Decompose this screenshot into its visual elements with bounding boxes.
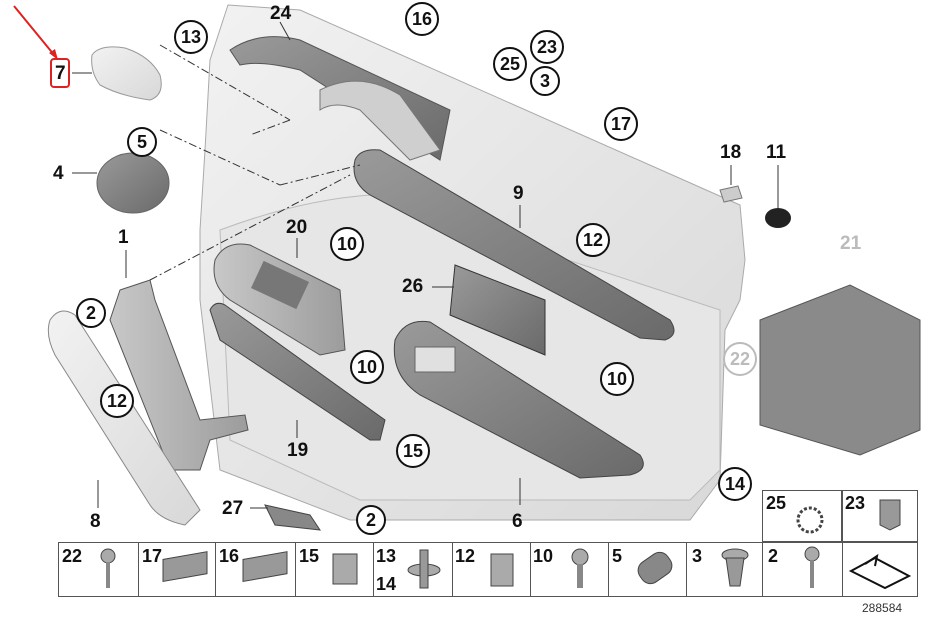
- callout-18: 18: [720, 142, 742, 163]
- callout-17: 17: [604, 107, 638, 141]
- callout-2: 2: [76, 298, 106, 328]
- armrest-switch-slot: [414, 346, 456, 373]
- callout-25: 25: [493, 47, 527, 81]
- callout-4: 4: [53, 163, 64, 184]
- legend-cell-23: [842, 490, 918, 542]
- legend-row: [58, 542, 918, 597]
- highlight-box: [50, 58, 70, 88]
- part-9-armrest-top: [353, 149, 675, 341]
- callout-21: 21: [840, 233, 862, 254]
- spring-clip-icon: [490, 553, 514, 587]
- legend-num-12: 12: [455, 546, 476, 566]
- part-18-clip: [719, 185, 743, 203]
- callout-12-left: 12: [100, 384, 134, 418]
- legend-divider: [452, 542, 453, 597]
- callout-16: 16: [405, 2, 439, 36]
- callout-27: 27: [222, 498, 244, 519]
- push-clip-icon: [332, 553, 358, 585]
- expansion-nut-icon: [721, 548, 749, 587]
- legend-num-17: 17: [142, 546, 163, 566]
- callout-22: 22: [723, 342, 757, 376]
- legend-num-23: 23: [845, 493, 866, 513]
- legend-num-2: 2: [768, 546, 779, 566]
- callout-13: 13: [174, 20, 208, 54]
- push-rivet-icon: [407, 549, 441, 589]
- legend-cell-25: [762, 490, 842, 542]
- clip-strip-icon: [242, 551, 288, 583]
- oval-cap-icon: [637, 551, 673, 585]
- part-26-pocket: [449, 264, 546, 356]
- part-6-armrest: [393, 320, 644, 479]
- legend-divider: [842, 542, 843, 597]
- legend-divider: [762, 542, 763, 597]
- screw-icon: [100, 548, 116, 588]
- callout-24: 24: [270, 3, 292, 24]
- callout-10-upper: 10: [330, 227, 364, 261]
- clip-icon: [879, 499, 901, 531]
- legend-num-13: 13: [376, 546, 397, 566]
- part-8-pull-handle: [47, 310, 201, 526]
- leader-lines: [149, 44, 361, 281]
- star-washer-icon: [796, 506, 824, 534]
- legend-divider: [138, 542, 139, 597]
- callout-12-right: 12: [576, 223, 610, 257]
- callout-14: 14: [718, 467, 752, 501]
- part-4-speaker-cover: [96, 152, 170, 214]
- callout-26: 26: [402, 276, 424, 297]
- legend-divider: [295, 542, 296, 597]
- callout-5: 5: [127, 127, 157, 157]
- legend-num-16: 16: [219, 546, 240, 566]
- screw-icon-2: [804, 546, 820, 588]
- part-12-bracket: [109, 279, 249, 471]
- legend-divider: [686, 542, 687, 597]
- callout-3: 3: [530, 66, 560, 96]
- image-code: 288584: [862, 601, 903, 615]
- legend-num-15: 15: [299, 546, 320, 566]
- legend-num-10: 10: [533, 546, 554, 566]
- legend-divider: [373, 542, 374, 597]
- callout-19: 19: [287, 440, 309, 461]
- legend-divider: [608, 542, 609, 597]
- red-arrow: [13, 5, 56, 57]
- callout-9: 9: [513, 183, 524, 204]
- legend-num-5: 5: [612, 546, 623, 566]
- legend-num-25: 25: [766, 493, 787, 513]
- red-arrowhead: [49, 49, 58, 60]
- legend-num-22: 22: [62, 546, 83, 566]
- callout-10-middle: 10: [350, 350, 384, 384]
- callout-11: 11: [766, 142, 787, 163]
- callout-leaders: [72, 21, 779, 509]
- callout-6: 6: [512, 511, 523, 532]
- window-switches: [251, 260, 309, 310]
- callout-1: 1: [118, 227, 129, 248]
- callout-10-right: 10: [600, 362, 634, 396]
- legend-divider: [530, 542, 531, 597]
- callout-15: 15: [396, 434, 430, 468]
- callout-23: 23: [530, 30, 564, 64]
- part-11-plug: [765, 208, 791, 228]
- part-27-clip: [264, 504, 322, 531]
- callout-7: 7: [55, 63, 66, 84]
- arrow-plate-icon: [848, 553, 912, 590]
- callout-2-lower: 2: [356, 505, 386, 535]
- bolt-icon: [571, 548, 589, 588]
- legend-num-3: 3: [692, 546, 703, 566]
- part-19-trim-strip: [209, 302, 386, 441]
- callout-20: 20: [286, 217, 308, 238]
- clip-strip-icon: [162, 551, 208, 583]
- legend-num-14: 14: [376, 574, 397, 594]
- legend-divider: [215, 542, 216, 597]
- part-21-foam-block: [759, 284, 921, 456]
- part-7-cap: [91, 46, 162, 101]
- callout-8: 8: [90, 511, 101, 532]
- door-handle-recess: [319, 80, 441, 161]
